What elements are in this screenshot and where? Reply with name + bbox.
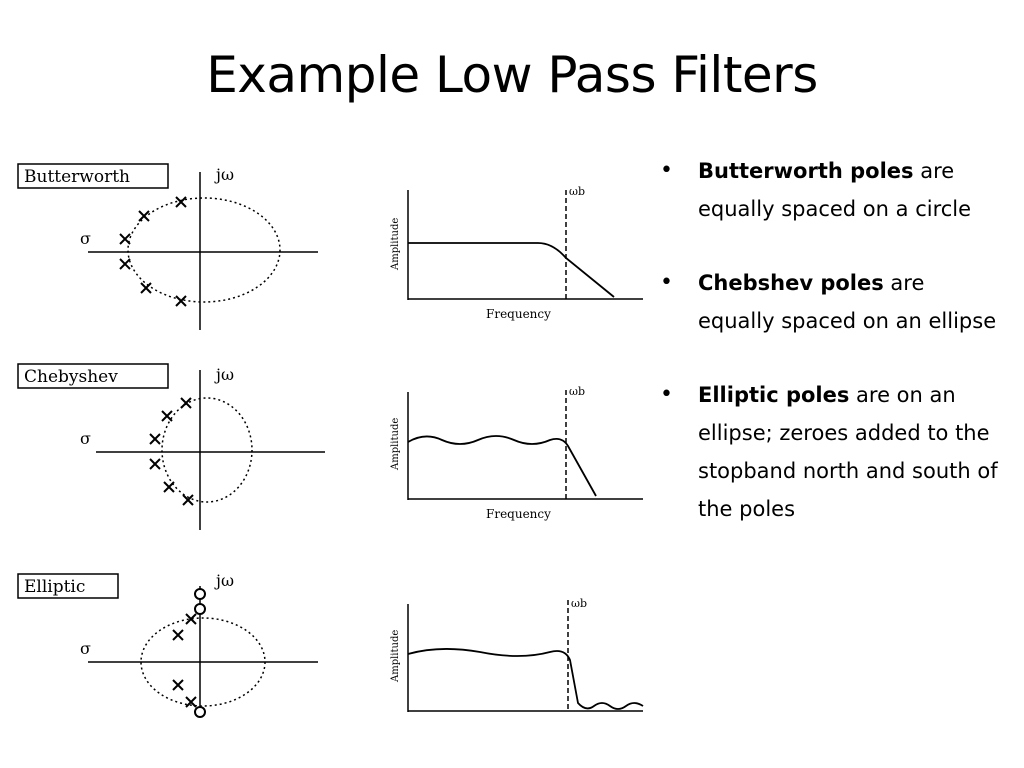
elliptic-response-curve <box>407 648 644 710</box>
bullet-item-elliptic: • Elliptic poles are on an ellipse; zero… <box>660 376 1000 528</box>
pole-marker <box>140 282 152 294</box>
bullet-item-butterworth: • Butterworth poles are equally spaced o… <box>660 152 1000 228</box>
butterworth-response-curve <box>408 242 615 298</box>
elliptic-imag-axis-label: jω <box>214 571 234 590</box>
pole-marker <box>185 613 197 625</box>
pole-marker <box>175 196 187 208</box>
butterworth-x-label: Frequency <box>486 307 551 321</box>
elliptic-pole-zero-plot: Elliptic jω σ <box>17 571 318 718</box>
slide-title: Example Low Pass Filters <box>206 46 818 104</box>
bullet-dot: • <box>660 158 673 183</box>
chebyshev-pole-zero-plot: Chebyshev jω σ <box>17 363 325 530</box>
bullet-bold: Butterworth poles <box>698 159 914 183</box>
butterworth-cutoff-label: ωb <box>569 185 585 198</box>
pole-marker <box>172 679 184 691</box>
butterworth-amplitude-plot: Amplitude Frequency ωb <box>390 185 643 321</box>
chebyshev-cutoff-label: ωb <box>569 385 585 398</box>
chebyshev-imag-axis-label: jω <box>214 365 234 384</box>
zero-marker <box>194 706 206 718</box>
elliptic-pole-ellipse <box>140 617 266 707</box>
pole-marker <box>138 210 150 222</box>
pole-marker <box>172 629 184 641</box>
chebyshev-amplitude-plot: Amplitude Frequency ωb <box>390 385 643 521</box>
pole-marker <box>161 410 173 422</box>
butterworth-y-label: Amplitude <box>390 218 401 271</box>
pole-marker <box>180 397 192 409</box>
pole-marker <box>149 458 161 470</box>
bullet-text: are equally spaced on an ellipse <box>698 271 997 333</box>
chebyshev-y-label: Amplitude <box>390 418 401 471</box>
elliptic-label-box <box>17 573 119 599</box>
chebyshev-real-axis-label: σ <box>80 429 91 448</box>
chebyshev-label: Chebyshev <box>24 367 118 387</box>
bullet-item-chebyshev: • Chebshev poles are equally spaced on a… <box>660 264 1000 340</box>
butterworth-pole-zero-plot: Butterworth jω σ <box>17 163 318 330</box>
butterworth-real-axis-label: σ <box>80 229 91 248</box>
zero-marker <box>194 588 206 600</box>
elliptic-real-axis-label: σ <box>80 639 91 658</box>
chebyshev-response-curve <box>407 435 597 497</box>
chebyshev-label-box <box>17 363 169 389</box>
pole-marker <box>185 696 197 708</box>
elliptic-zeros <box>194 588 206 718</box>
butterworth-imag-axis-label: jω <box>214 165 234 184</box>
bullet-bold: Elliptic poles <box>698 383 850 407</box>
pole-marker <box>163 481 175 493</box>
butterworth-label-box <box>17 163 169 189</box>
butterworth-pole-circle <box>127 197 281 303</box>
pole-marker <box>119 258 131 270</box>
bullet-dot: • <box>660 382 673 407</box>
chebyshev-x-label: Frequency <box>486 507 551 521</box>
bullet-dot: • <box>660 270 673 295</box>
elliptic-cutoff-label: ωb <box>571 597 587 610</box>
elliptic-amplitude-plot: Amplitude ωb <box>390 597 644 712</box>
chebyshev-poles <box>149 397 194 506</box>
pole-marker <box>182 494 194 506</box>
bullet-list: • Butterworth poles are equally spaced o… <box>660 152 1000 564</box>
pole-marker <box>175 295 187 307</box>
elliptic-label: Elliptic <box>24 577 85 597</box>
pole-marker <box>149 433 161 445</box>
chebyshev-pole-ellipse <box>161 397 253 503</box>
bullet-text: are equally spaced on a circle <box>698 159 972 221</box>
bullet-bold: Chebshev poles <box>698 271 884 295</box>
pole-marker <box>119 233 131 245</box>
bullet-text: are on an ellipse; zeroes added to the s… <box>698 383 998 521</box>
butterworth-poles <box>119 196 187 307</box>
butterworth-label: Butterworth <box>24 167 130 187</box>
elliptic-y-label: Amplitude <box>390 630 401 683</box>
filter-diagrams: Butterworth jω σ Amplitude Frequency ωb … <box>17 163 644 718</box>
elliptic-poles <box>172 613 197 708</box>
zero-marker <box>194 603 206 615</box>
